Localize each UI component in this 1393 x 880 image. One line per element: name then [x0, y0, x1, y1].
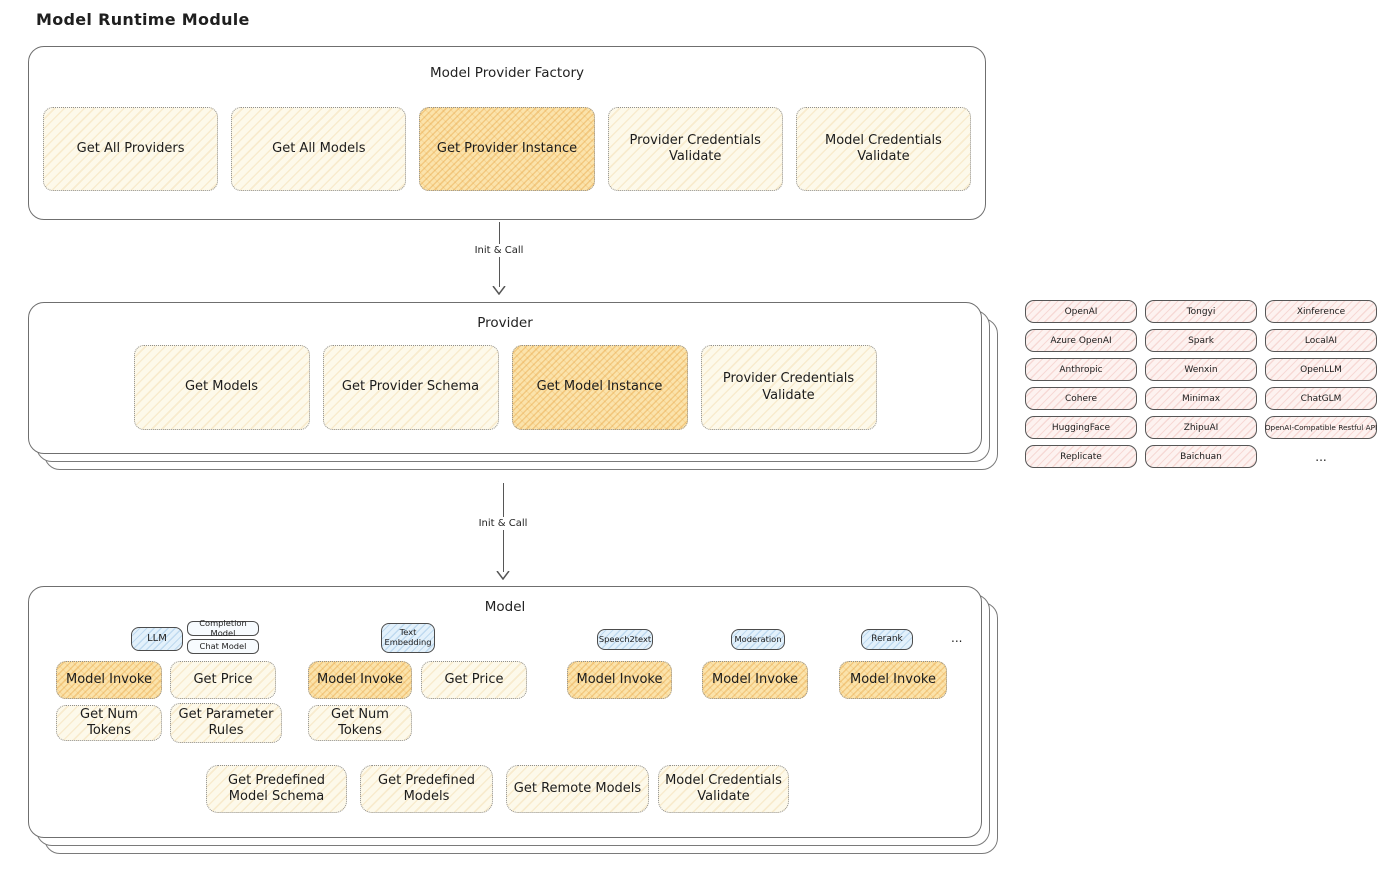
arrow-label-init-call-2: Init & Call [478, 518, 528, 529]
model-box: Model LLM Completion Model Chat Model Te… [28, 586, 982, 838]
model-provider-factory-box: Model Provider Factory Get All Providers… [28, 46, 986, 220]
arrowhead-down-icon [492, 286, 506, 295]
provider-pill-openllm: OpenLLM [1265, 358, 1377, 381]
provider-pill-wenxin: Wenxin [1145, 358, 1257, 381]
provider-node-row: Get Models Get Provider Schema Get Model… [29, 345, 981, 430]
provider-pill-minimax: Minimax [1145, 387, 1257, 410]
model-title: Model [484, 599, 526, 615]
tab-llm: LLM [131, 627, 183, 651]
provider-pill-xinference: Xinference [1265, 300, 1377, 323]
tab-moderation: Moderation [731, 629, 785, 650]
node-llm-get-parameter-rules: Get Parameter Rules [170, 703, 282, 743]
arrow-line-top [502, 483, 504, 517]
provider-title: Provider [477, 315, 533, 331]
node-get-all-models: Get All Models [231, 107, 407, 191]
tab-text-embedding: Text Embedding [381, 623, 435, 653]
node-model-credentials-validate-2: Model Credentials Validate [658, 765, 789, 813]
factory-title: Model Provider Factory [429, 65, 584, 81]
arrow-factory-to-provider: Init & Call [454, 222, 544, 295]
provider-pill-zhipuai: ZhipuAI [1145, 416, 1257, 439]
provider-list-grid: OpenAI Tongyi Xinference Azure OpenAI Sp… [1025, 300, 1377, 468]
node-embedding-model-invoke: Model Invoke [308, 661, 412, 699]
node-moderation-model-invoke: Model Invoke [702, 661, 808, 699]
node-provider-credentials-validate-2: Provider Credentials Validate [700, 345, 877, 430]
node-speech2text-model-invoke: Model Invoke [567, 661, 672, 699]
tabs-more: ... [951, 631, 963, 645]
node-get-all-providers: Get All Providers [43, 107, 219, 191]
node-llm-model-invoke: Model Invoke [56, 661, 162, 699]
provider-pill-openai-compatible: OpenAI-Compatible Restful API [1265, 416, 1377, 439]
node-llm-get-num-tokens: Get Num Tokens [56, 705, 162, 741]
node-get-provider-schema: Get Provider Schema [322, 345, 499, 430]
node-get-predefined-models: Get Predefined Models [360, 765, 493, 813]
node-get-provider-instance: Get Provider Instance [419, 107, 595, 191]
provider-pill-anthropic: Anthropic [1025, 358, 1137, 381]
arrow-line-bottom [502, 530, 504, 572]
arrow-label-init-call-1: Init & Call [474, 245, 524, 256]
provider-pill-huggingface: HuggingFace [1025, 416, 1137, 439]
factory-node-row: Get All Providers Get All Models Get Pro… [29, 107, 985, 191]
provider-list-more: ... [1315, 449, 1327, 464]
node-get-model-instance: Get Model Instance [511, 345, 688, 430]
provider-pill-chatglm: ChatGLM [1265, 387, 1377, 410]
node-llm-get-price: Get Price [170, 661, 276, 699]
arrow-line-bottom [498, 257, 500, 287]
tab-rerank: Rerank [861, 629, 913, 650]
provider-pill-replicate: Replicate [1025, 445, 1137, 468]
node-get-remote-models: Get Remote Models [506, 765, 649, 813]
tab-completion-model: Completion Model [187, 618, 259, 637]
node-embedding-get-price: Get Price [421, 661, 527, 699]
provider-pill-openai: OpenAI [1025, 300, 1137, 323]
provider-pill-cohere: Cohere [1025, 387, 1137, 410]
provider-pill-baichuan: Baichuan [1145, 445, 1257, 468]
provider-pill-localai: LocalAI [1265, 329, 1377, 352]
node-embedding-get-num-tokens: Get Num Tokens [308, 705, 412, 741]
arrow-provider-to-model: Init & Call [458, 483, 548, 580]
arrowhead-down-icon [496, 571, 510, 580]
node-model-credentials-validate: Model Credentials Validate [795, 107, 972, 191]
arrow-line-top [498, 222, 500, 244]
provider-pill-spark: Spark [1145, 329, 1257, 352]
node-get-predefined-model-schema: Get Predefined Model Schema [206, 765, 347, 813]
tab-speech2text: Speech2text [597, 629, 653, 650]
node-provider-credentials-validate: Provider Credentials Validate [607, 107, 783, 191]
node-get-models: Get Models [133, 345, 310, 430]
provider-pill-azure-openai: Azure OpenAI [1025, 329, 1137, 352]
node-rerank-model-invoke: Model Invoke [839, 661, 947, 699]
provider-box: Provider Get Models Get Provider Schema … [28, 302, 982, 454]
tab-chat-model: Chat Model [187, 639, 259, 654]
page-title: Model Runtime Module [36, 10, 250, 29]
provider-pill-tongyi: Tongyi [1145, 300, 1257, 323]
